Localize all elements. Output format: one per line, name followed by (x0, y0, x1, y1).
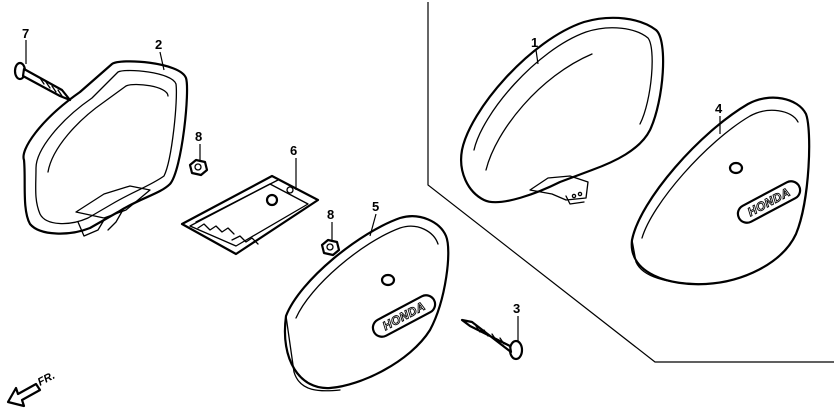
front-label: FR. (36, 370, 57, 389)
callout-numbers: 7 2 8 6 8 5 3 1 4 (22, 26, 723, 316)
front-arrow-icon (6, 382, 42, 408)
part-8-nut-lower (320, 238, 341, 257)
part-3-screw (460, 318, 524, 361)
part-5-center-cover: HONDA (283, 215, 450, 392)
callout-8-lower: 8 (327, 207, 334, 222)
part-6-plate (180, 174, 320, 256)
leader-lines (25, 40, 721, 342)
group-divider-lines (427, 2, 834, 363)
callout-7: 7 (22, 26, 29, 41)
callout-3: 3 (513, 301, 520, 316)
part-7-screw (13, 61, 72, 102)
part-1-right-housing (460, 16, 665, 205)
callout-4: 4 (715, 101, 723, 116)
part-8-nut-upper (188, 158, 209, 177)
callout-1: 1 (531, 35, 538, 50)
part-4-right-cover: HONDA (630, 96, 811, 286)
callout-8-upper: 8 (195, 129, 202, 144)
callout-2: 2 (155, 37, 162, 52)
callout-5: 5 (372, 199, 379, 214)
callout-6: 6 (290, 143, 297, 158)
front-direction-indicator: FR. (6, 370, 57, 408)
part-2-inner-housing (22, 60, 189, 237)
